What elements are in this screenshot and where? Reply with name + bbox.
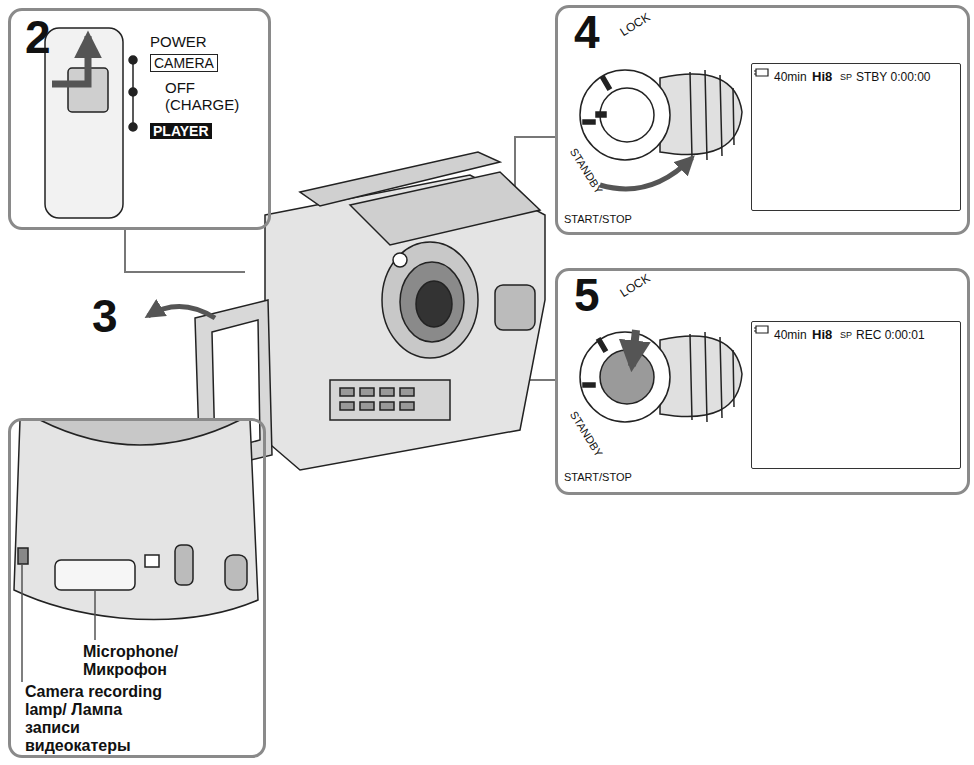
lens-bottom <box>40 420 240 445</box>
dial-button <box>600 350 654 404</box>
position-dot <box>129 123 137 131</box>
text-label: PLAYER <box>150 123 212 139</box>
position-dot <box>129 88 137 96</box>
turn-arrow <box>600 158 692 189</box>
text-label: SP <box>840 72 852 82</box>
text-label: STANDBY <box>567 146 605 196</box>
start-stop-dial <box>580 70 742 160</box>
callout-number: 3 <box>92 290 118 343</box>
dial-ribs <box>690 332 734 422</box>
switch-arrow <box>52 36 88 84</box>
battery-icon <box>754 69 768 76</box>
text-label: STANDBY <box>567 409 605 459</box>
leader-line <box>125 230 245 272</box>
dial-ring <box>580 70 670 160</box>
text-label: Camera recording lamp/ Лампа записи виде… <box>25 683 175 755</box>
text-label: START/STOP <box>564 471 632 484</box>
buttons <box>340 388 414 410</box>
lock-mark <box>601 76 611 90</box>
text-label: LOCK <box>618 272 653 301</box>
open-arrow <box>148 306 215 318</box>
battery-icons <box>754 69 768 333</box>
lcd-display: 40min Hi8 SP REC 0:00:01 <box>751 321 961 469</box>
lens-ring <box>400 262 464 342</box>
recording-lamp <box>18 548 28 564</box>
dial-tab <box>660 74 742 154</box>
dial-ring <box>580 332 670 422</box>
step-number: 5 <box>574 269 600 322</box>
text-label: OFF (CHARGE) <box>165 79 255 114</box>
callout-panel: 5 LOCK STANDBY START/STOP 40min Hi8 SP REC 0:00… <box>555 268 970 495</box>
leader-line <box>94 590 96 640</box>
text-label: POWER <box>150 33 207 50</box>
text-label: STBY 0:00:00 <box>856 71 931 85</box>
dial-pointer <box>596 112 606 117</box>
step-number: 2 <box>25 11 51 64</box>
standby-mark <box>583 383 595 387</box>
lcd-display: 40min Hi8 SP STBY 0:00:00 <box>751 63 961 211</box>
viewfinder <box>495 285 535 330</box>
microphone-grille <box>55 560 135 590</box>
text-label: 40min <box>774 329 807 343</box>
button-panel <box>330 380 450 420</box>
switch-housing <box>45 28 123 218</box>
text-label: Microphone/ Микрофон <box>83 643 195 680</box>
battery-icon <box>754 326 768 333</box>
dial-ribs <box>690 70 734 160</box>
small-switch <box>145 555 159 567</box>
callout-panel: Microphone/ МикрофонCamera recording lam… <box>8 418 266 758</box>
text-label: START/STOP <box>564 213 632 226</box>
camera-top <box>350 172 540 245</box>
side-wheel <box>225 555 247 590</box>
step-number: 4 <box>574 6 600 59</box>
text-label: SP <box>840 330 852 340</box>
press-arrow <box>632 330 636 366</box>
sensor <box>393 253 407 267</box>
text-label: CAMERA <box>150 54 218 72</box>
dial-tab <box>660 336 742 416</box>
power-switch <box>45 28 137 218</box>
lens-glass <box>416 281 452 327</box>
start-stop-dial <box>580 332 742 422</box>
standby-mark <box>583 120 595 124</box>
text-label: Hi8 <box>812 328 832 343</box>
leader-line <box>21 564 23 682</box>
position-dot <box>129 56 137 64</box>
lens-barrel <box>382 242 478 358</box>
text-label: LOCK <box>618 11 653 40</box>
text-label: 40min <box>774 71 807 85</box>
callout-panel: 4 LOCK STANDBY START/STOP 40min Hi8 SP STBY 0:0… <box>555 5 970 235</box>
lock-mark <box>597 338 607 352</box>
text-label: REC 0:00:01 <box>856 329 925 343</box>
camera-front <box>14 420 258 620</box>
microphone-closeup <box>14 420 258 620</box>
dial-button <box>600 88 654 142</box>
callout-panel: 2 POWER CAMERA OFF (CHARGE) PLAYER <box>8 8 271 230</box>
text-label: Hi8 <box>812 70 832 85</box>
side-wheel <box>175 545 193 585</box>
